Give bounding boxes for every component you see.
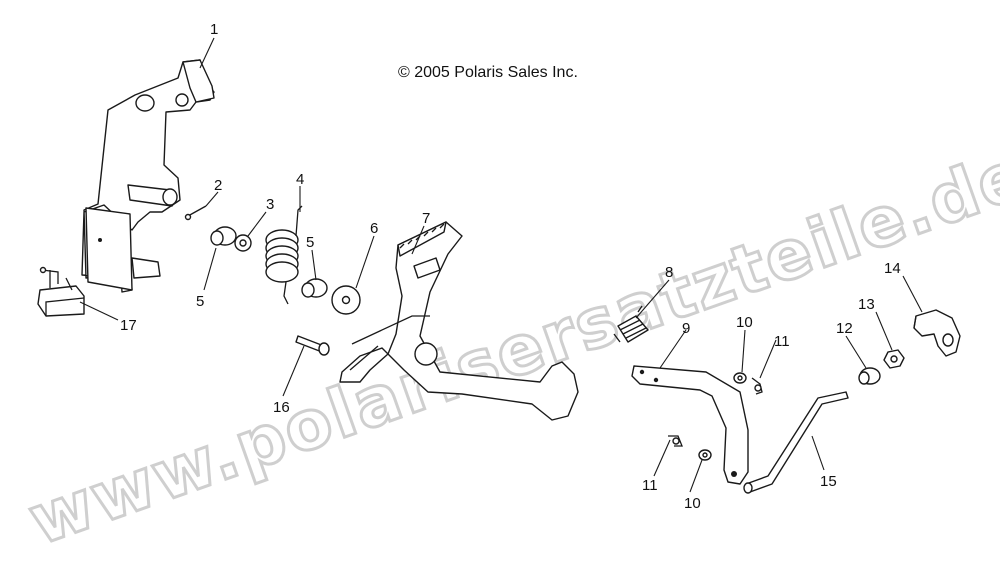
clevis-pin-part (295, 335, 330, 356)
callout-10a: 10 (736, 314, 753, 331)
clip-part (751, 377, 763, 395)
brake-pedal-part (339, 221, 579, 421)
nut-part (883, 349, 905, 369)
callout-2: 2 (214, 177, 222, 194)
callout-11a: 11 (774, 333, 790, 350)
callout-8: 8 (665, 264, 673, 281)
callout-6: 6 (370, 220, 378, 237)
callouts: 1 2 3 4 5 5 6 7 8 9 10 10 11 11 12 13 14… (120, 21, 901, 512)
bracket-part (81, 59, 215, 293)
callout-1: 1 (210, 21, 218, 38)
callout-4: 4 (296, 171, 304, 188)
lever-part (631, 365, 749, 485)
leader-lines (79, 37, 923, 493)
torsion-spring-part (265, 205, 303, 305)
bushing-part (210, 226, 237, 246)
bushing-part (301, 278, 328, 298)
callout-12: 12 (836, 320, 853, 337)
callout-10b: 10 (684, 495, 701, 512)
callout-5b: 5 (306, 234, 314, 251)
bushing-part (858, 367, 881, 385)
nut-part (698, 449, 712, 461)
callout-15: 15 (820, 473, 837, 490)
nut-part (733, 372, 747, 384)
washer-part (331, 285, 361, 315)
callout-14: 14 (884, 260, 901, 277)
extension-spring-part (613, 305, 649, 343)
rod-part (743, 391, 849, 494)
callout-16: 16 (273, 399, 290, 416)
switch-part (37, 266, 85, 317)
washer-part (234, 234, 252, 252)
callout-3: 3 (266, 196, 274, 213)
copyright-text: © 2005 Polaris Sales Inc. (398, 64, 578, 81)
callout-5a: 5 (196, 293, 204, 310)
callout-7: 7 (422, 210, 430, 227)
callout-9: 9 (682, 320, 690, 337)
pin-part (184, 205, 207, 221)
rod-end-bracket-part (913, 309, 961, 357)
callout-13: 13 (858, 296, 875, 313)
callout-17: 17 (120, 317, 137, 334)
callout-11b: 11 (642, 477, 658, 494)
clip-part (668, 435, 683, 447)
